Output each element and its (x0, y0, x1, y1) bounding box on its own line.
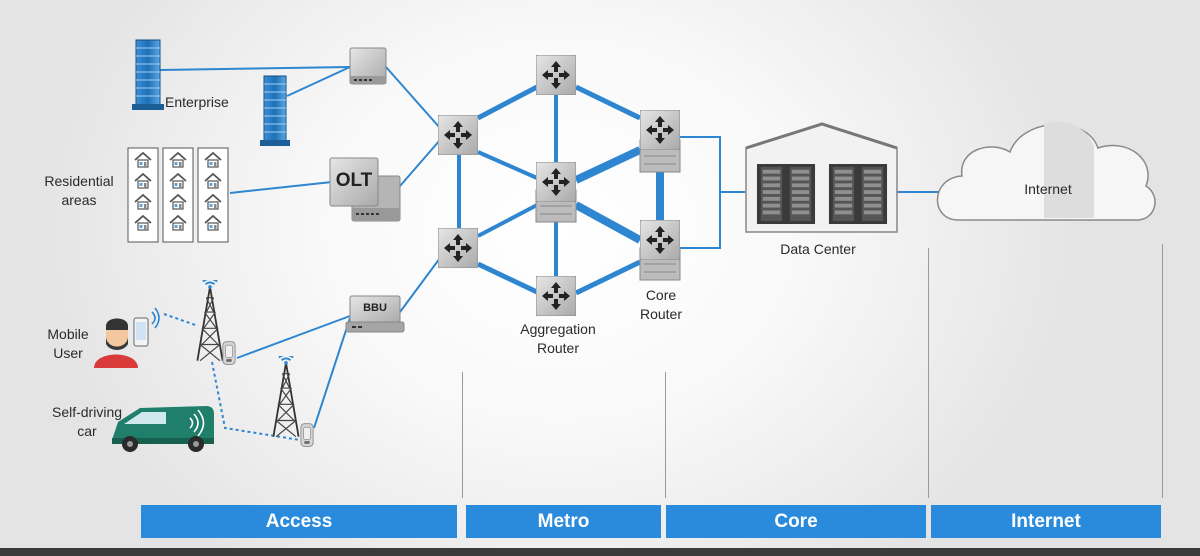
bbu-device (345, 295, 405, 333)
label-enterprise: Enterprise (165, 94, 229, 110)
aggregation-router-left-top (438, 115, 478, 155)
enterprise-building-1 (132, 39, 164, 110)
data-center-building (745, 122, 898, 233)
link-tower2-bbu (313, 317, 351, 429)
divider-internet-end (1162, 244, 1163, 498)
divider-access-metro (462, 372, 463, 498)
enterprise-building-2 (260, 75, 290, 146)
link-tower1-bbu (236, 315, 351, 359)
wireless-user-tower (163, 313, 199, 327)
label-aggregation-line1: Aggregation (520, 321, 596, 337)
label-self-driving-car: Self-driving car (44, 403, 130, 441)
link-m11 (574, 259, 642, 296)
cell-tower-2 (272, 356, 300, 438)
link-m2 (477, 150, 538, 180)
wireless-tower1-tower2 (211, 361, 301, 441)
core-router-bottom (639, 220, 681, 281)
link-m9 (574, 146, 642, 184)
aggregation-router-bottom (536, 276, 576, 316)
segment-internet: Internet (931, 505, 1161, 538)
core-router-top (639, 110, 681, 173)
divider-metro-core (665, 372, 666, 498)
olt-label: OLT (335, 170, 373, 191)
link-olt-router (399, 139, 441, 187)
mobile-user-icon (94, 307, 160, 368)
link-enterprise2-switch (286, 66, 351, 97)
label-aggregation-line2: Router (536, 340, 580, 356)
label-residential-line1: Residential (44, 173, 114, 189)
segment-access: Access (141, 505, 457, 538)
label-mobile-user-line1: Mobile (47, 326, 89, 342)
divider-core-internet (928, 248, 929, 498)
bbu-label: BBU (363, 302, 387, 314)
cell-tower-1 (196, 280, 224, 362)
label-core-router: Core Router (630, 286, 692, 324)
label-internet-cloud: Internet (1024, 181, 1072, 197)
label-core-line2: Router (639, 306, 683, 322)
link-m4 (476, 261, 539, 295)
access-links (159, 66, 441, 441)
rru-1 (222, 341, 236, 365)
link-m8 (574, 84, 642, 121)
link-m3 (477, 203, 538, 238)
residential-houses (127, 147, 229, 243)
link-m1 (476, 84, 539, 121)
label-mobile-user: Mobile User (38, 325, 98, 363)
aggregation-router-middle (535, 162, 577, 223)
segment-core: Core (666, 505, 926, 538)
access-switch (349, 47, 387, 85)
link-residential-olt (229, 181, 333, 194)
link-enterprise1-switch (159, 66, 351, 71)
bottom-strip (0, 548, 1200, 556)
link-m10 (574, 201, 642, 244)
metro-links (457, 84, 942, 296)
segment-metro: Metro (466, 505, 661, 538)
label-aggregation-router: Aggregation Router (508, 320, 608, 358)
label-core-line1: Core (645, 287, 677, 303)
label-data-center: Data Center (780, 241, 856, 257)
olt-device (329, 157, 401, 222)
self-driving-car-icon (112, 406, 214, 452)
label-self-driving-line2: car (77, 423, 97, 439)
link-switch-router (385, 66, 441, 129)
label-mobile-user-line2: User (53, 345, 83, 361)
rru-2 (300, 423, 314, 447)
label-residential: Residential areas (38, 172, 120, 210)
link-bbu-router (399, 257, 441, 313)
label-residential-line2: areas (61, 192, 97, 208)
aggregation-router-top (536, 55, 576, 95)
aggregation-router-left-bottom (438, 228, 478, 268)
link-core-dc (680, 136, 745, 249)
label-self-driving-line1: Self-driving (51, 404, 123, 420)
internet-cloud (936, 121, 1156, 221)
